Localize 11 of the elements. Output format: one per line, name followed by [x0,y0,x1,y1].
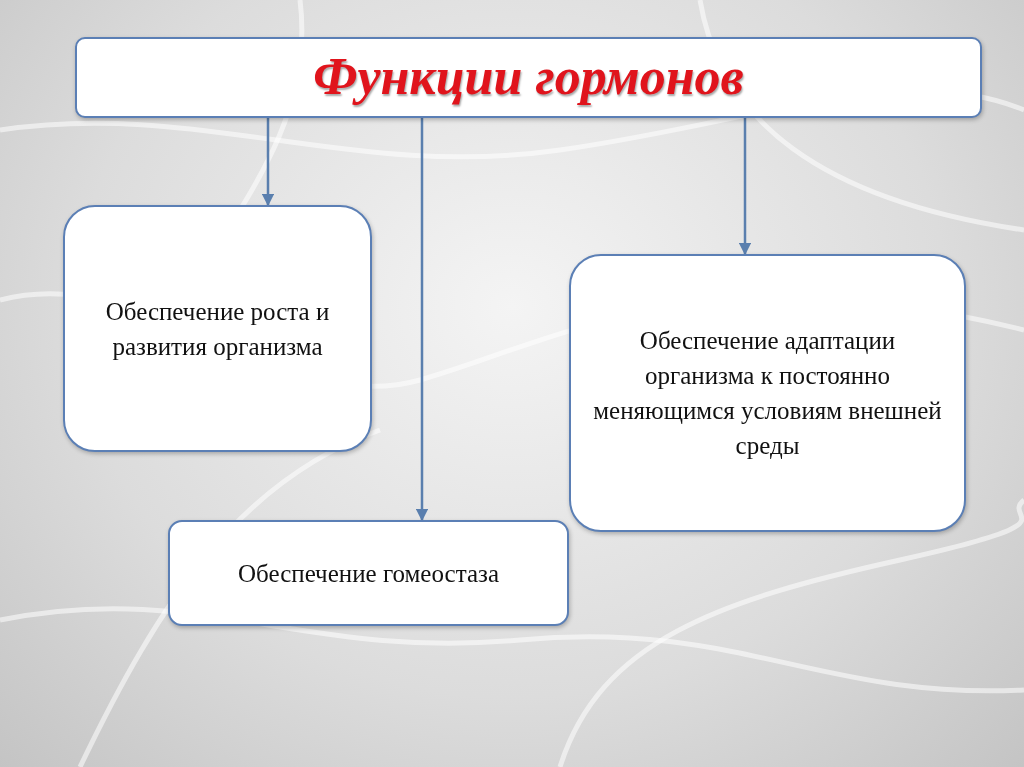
function-text: Обеспечение гомеостаза [238,558,499,589]
function-box [569,254,966,532]
function-text: Обеспечение адаптации организма к постоянно меняющимся условиям внешней среды [592,326,943,461]
function-box [168,520,569,626]
arrow [261,118,275,207]
arrow [415,118,429,522]
arrow [738,118,752,256]
title-box [75,37,982,118]
title-text: Функции гормонов [313,47,744,108]
function-text: Обеспечение роста и развития организма [104,296,331,362]
function-box [63,205,372,452]
